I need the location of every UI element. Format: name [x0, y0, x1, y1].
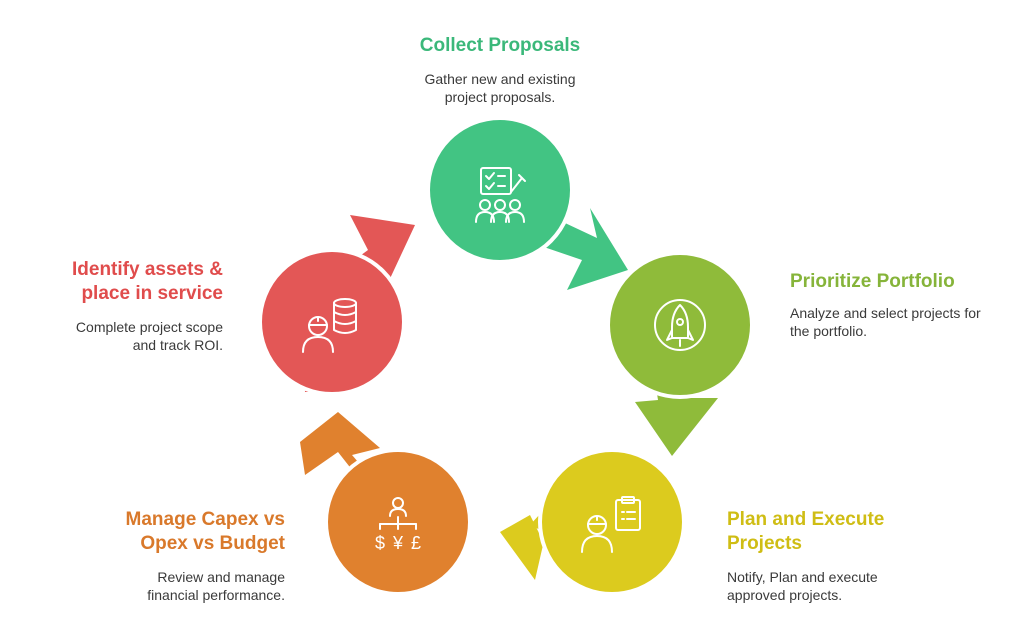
yen-symbol: ¥: [392, 533, 404, 553]
stage-title: Plan and Execute Projects: [727, 509, 885, 554]
arrow-manage-to-identify: [300, 412, 380, 480]
dollar-symbol: $: [375, 533, 385, 553]
worker-clipboard-icon: [581, 496, 641, 553]
stage-title: Prioritize Portfolio: [790, 271, 955, 292]
stage-plan-label: Plan and Execute Projects Notify, Plan a…: [727, 508, 927, 604]
checklist-team-icon: [475, 167, 526, 223]
stage-manage-label: Manage Capex vs Opex vs Budget Review an…: [90, 508, 285, 604]
rocket-icon: [654, 299, 706, 351]
stage-identify-label: Identify assets & place in service Compl…: [50, 258, 223, 354]
stage-title: Collect Proposals: [419, 35, 581, 56]
worker-database-icon: [302, 298, 357, 353]
circle-plan: [538, 448, 686, 596]
stage-title: Manage Capex vs Opex vs Budget: [125, 509, 285, 554]
stage-title: Identify assets & place in service: [72, 259, 223, 304]
currency-hierarchy-icon: [379, 497, 417, 530]
circle-identify: [258, 248, 406, 396]
stage-description: Complete project scope and track ROI.: [75, 319, 223, 353]
stage-prioritize-label: Prioritize Portfolio Analyze and select …: [790, 270, 990, 340]
stage-collect-label: Collect Proposals Gather new and existin…: [372, 34, 628, 106]
pound-symbol: £: [411, 533, 421, 553]
stage-description: Notify, Plan and execute approved projec…: [727, 569, 878, 603]
stage-description: Analyze and select projects for the port…: [790, 305, 981, 339]
circle-collect: [426, 116, 574, 264]
stage-description: Review and manage financial performance.: [147, 569, 285, 603]
stage-description: Gather new and existing project proposal…: [424, 71, 576, 105]
currency-symbols: $ ¥ £: [375, 533, 421, 553]
